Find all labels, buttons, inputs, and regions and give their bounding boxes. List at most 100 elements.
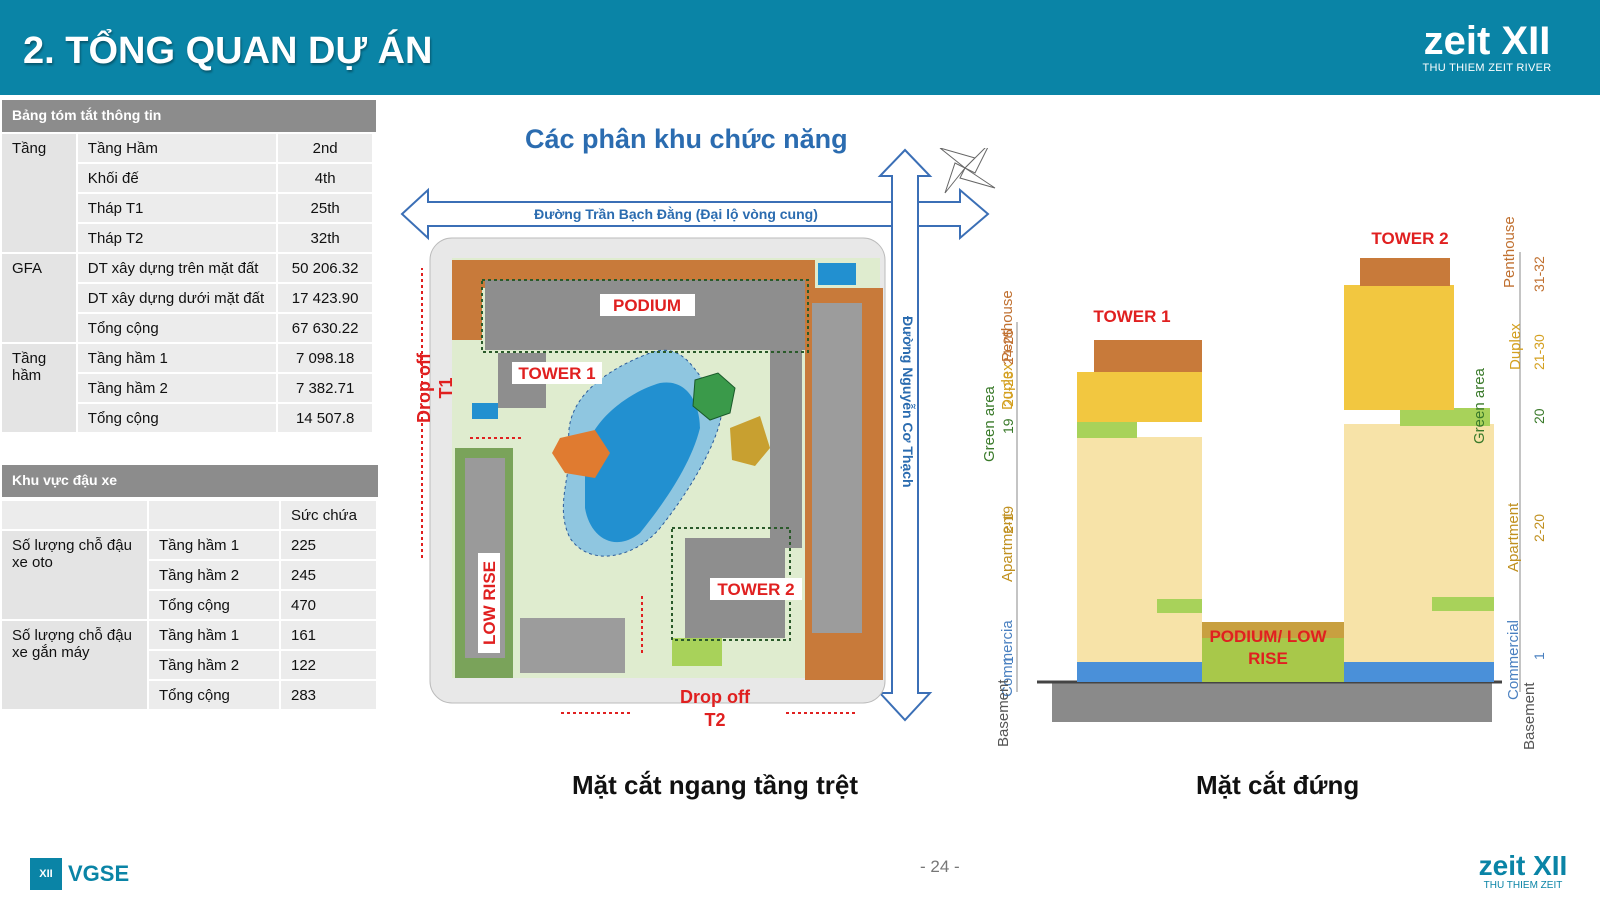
table-row: Số lượng chỗ đậu xe gắn máy Tầng hầm 1 1… — [2, 621, 376, 709]
tower2-duplex — [1344, 285, 1454, 410]
parking-value: 470 — [281, 591, 376, 619]
section-caption: Mặt cắt đứng — [1196, 770, 1360, 800]
left-level-19: 19 — [1000, 418, 1016, 434]
water-feature-left — [472, 403, 498, 419]
summary-value: 17 423.90 — [278, 284, 372, 312]
left-level-2-19: 2-19 — [1000, 506, 1016, 534]
right-level-2-20: 2-20 — [1531, 514, 1547, 542]
water-feature-top — [818, 263, 856, 285]
summary-label: Tổng cộng — [77, 314, 277, 342]
road-right-label: Đường Nguyễn Cơ Thạch — [900, 316, 916, 488]
table-row: Tổng cộng 14 507.8 — [2, 404, 372, 432]
table-row: Khối đế 4th — [2, 164, 372, 192]
parking-label: Tầng hầm 1 — [149, 531, 279, 559]
footer-logo-word: zeit XII — [1478, 850, 1568, 881]
summary-label: Tầng hầm 2 — [77, 374, 277, 402]
commercial-t2 — [1344, 662, 1494, 682]
table-row: GFA DT xây dựng trên mặt đất 50 206.32 — [2, 254, 372, 342]
left-zone-commercial: Commercia — [999, 620, 1016, 697]
tower1-label: TOWER 1 — [1093, 307, 1170, 326]
right-level-31-32: 31-32 — [1531, 256, 1547, 292]
footer-logo-sub: THU THIEM ZEIT — [1483, 880, 1563, 891]
table-row: DT xây dựng dưới mặt đất 17 423.90 — [2, 284, 372, 312]
lowrise-label: LOW RISE — [480, 561, 499, 645]
tower2-green-mid — [1432, 597, 1494, 611]
summary-value: 7 382.71 — [278, 374, 372, 402]
podium-label-bg — [600, 294, 695, 316]
brand-logo-word: zeit XII — [1423, 19, 1551, 63]
mid-right-block — [770, 348, 802, 548]
tower1-label-bg — [512, 362, 602, 384]
left-level-24-25: 24-25 — [1000, 329, 1016, 365]
left-zone-apartment: Apartment — [999, 512, 1016, 582]
summary-label: Khối đế — [77, 164, 277, 192]
summary-label: Tháp T2 — [77, 224, 277, 252]
podium-label: PODIUM — [613, 296, 681, 315]
parking-label: Tổng cộng — [149, 681, 279, 709]
brand-logo-sub: THU THIEM ZEIT RIVER — [1422, 62, 1552, 74]
green-pavilion — [692, 372, 736, 421]
tower2-penthouse — [1360, 258, 1450, 286]
parking-value: 225 — [281, 531, 376, 559]
podium-lowrise-top — [1202, 622, 1344, 638]
right-level-20: 20 — [1531, 408, 1547, 424]
parking-table: Khu vực đậu xe Sức chứa Số lượng chỗ đậu… — [2, 465, 378, 711]
tower1-green — [1077, 420, 1137, 438]
dropoff-t1-tower: T1 — [436, 377, 456, 398]
parking-value: 161 — [281, 621, 376, 649]
summary-table-title: Bảng tóm tắt thông tin — [2, 100, 376, 132]
dropoff-t2-label: Drop off — [680, 687, 751, 707]
tower2-apartment — [1344, 424, 1494, 662]
road-top-label: Đường Trần Bạch Đằng (Đại lộ vòng cung) — [534, 205, 818, 222]
right-zone-apartment: Apartment — [1505, 502, 1522, 572]
right-zone-commercial: Commercial — [1505, 620, 1522, 700]
summary-label: Tầng Hầm — [77, 134, 277, 162]
footer-brand-logo: zeit XII THU THIEM ZEIT — [1468, 850, 1578, 892]
road-right-arrow — [877, 148, 933, 722]
tower2-label-bg — [710, 578, 802, 600]
left-level-20-23: 20-23 — [1000, 371, 1016, 407]
vgse-logo: XII VGSE — [30, 858, 129, 890]
parking-table-title: Khu vực đậu xe — [2, 465, 378, 497]
tower2-green — [1400, 408, 1490, 426]
orange-pavilion — [552, 430, 610, 478]
road-top-arrow — [400, 187, 990, 241]
summary-table: Bảng tóm tắt thông tin Tầng Tầng Hầm 2nd… — [2, 100, 376, 434]
right-zone-duplex: Duplex — [1507, 323, 1524, 370]
left-zone-green: Green area — [982, 385, 998, 462]
pool-water — [584, 382, 700, 543]
lowrise-label-bg — [478, 553, 500, 653]
table-row: Tổng cộng 470 — [2, 591, 376, 619]
table-row: Tổng cộng 283 — [2, 681, 376, 709]
drop-off-t2-zone — [672, 638, 722, 666]
summary-value: 4th — [278, 164, 372, 192]
table-row: Tầng hầm 2 245 — [2, 561, 376, 589]
site-plan: Đường Trần Bạch Đằng (Đại lộ vòng cung) … — [400, 148, 996, 730]
table-row: Sức chứa — [2, 501, 376, 529]
left-level-1: 1 — [1000, 656, 1016, 664]
table-row: Tầng hầm 2 122 — [2, 651, 376, 679]
parking-label: Tầng hầm 2 — [149, 561, 279, 589]
podium-label-line2: RISE — [1248, 649, 1288, 668]
parking-category: Số lượng chỗ đậu xe oto — [2, 531, 147, 619]
basement-block — [1052, 682, 1492, 722]
vgse-mark-icon: XII — [30, 858, 62, 890]
parking-header-empty — [149, 501, 279, 529]
plan-caption: Mặt cắt ngang tầng trệt — [572, 770, 859, 800]
parking-value: 283 — [281, 681, 376, 709]
section-elevation: TOWER 1 TOWER 2 PODIUM/ LOW RISE Penthou… — [982, 216, 1547, 750]
tower2-label: TOWER 2 — [717, 580, 794, 599]
tower1-penthouse — [1094, 340, 1202, 372]
table-row: Tháp T2 32th — [2, 224, 372, 252]
parking-header-empty — [2, 501, 147, 529]
summary-category: GFA — [2, 254, 76, 342]
commercial-t1 — [1077, 662, 1202, 682]
summary-label: Tầng hầm 1 — [77, 344, 277, 372]
table-row: Tầng hầm Tầng hầm 1 7 098.18 — [2, 344, 372, 432]
page-number: - 24 - — [920, 857, 960, 876]
right-level-21-30: 21-30 — [1531, 334, 1547, 370]
dropoff-t2-tower: T2 — [704, 710, 725, 730]
tower2-label: TOWER 2 — [1371, 229, 1448, 248]
table-row: Tháp T1 25th — [2, 194, 372, 222]
right-level-1: 1 — [1531, 652, 1547, 660]
